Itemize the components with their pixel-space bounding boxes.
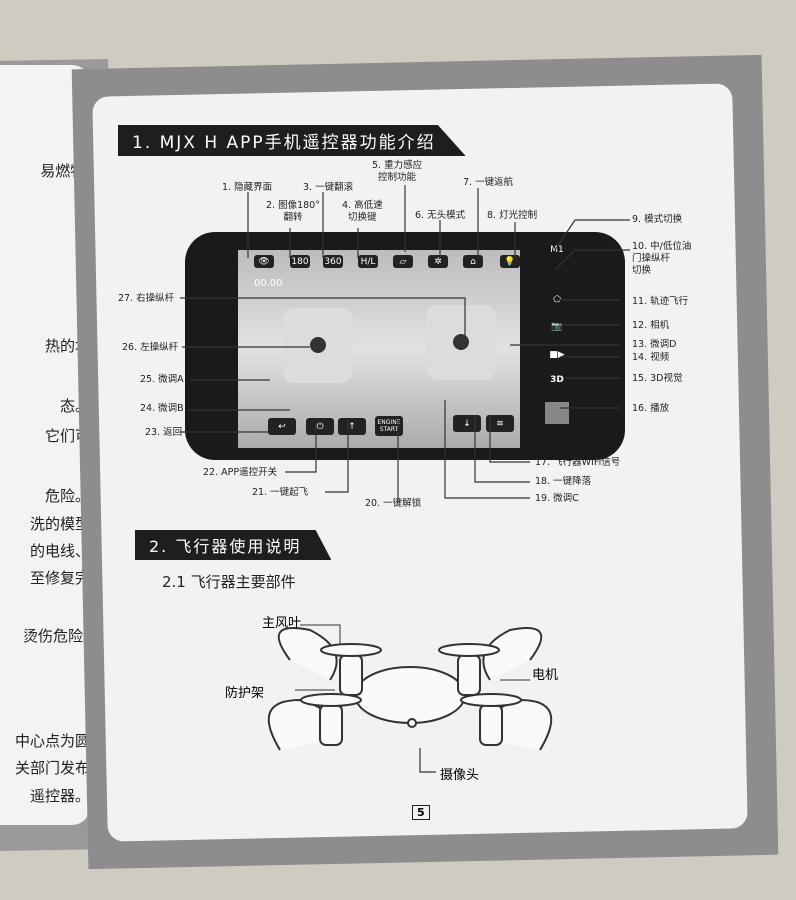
engine-start-button: ENGINE START: [375, 416, 403, 436]
left-text: 中心点为圆: [14, 732, 90, 750]
return-home-icon: ⌂: [463, 255, 483, 268]
left-text: 的电线、: [29, 542, 90, 560]
timer: 00.00: [254, 278, 283, 289]
right-joystick: [426, 305, 496, 380]
left-text: 关部门发布: [14, 759, 90, 777]
label-trim-c: 19. 微调C: [535, 493, 579, 504]
label-left-stick: 26. 左操纵杆: [122, 342, 179, 353]
flip-image-icon: 180: [290, 255, 310, 268]
headless-icon: ✲: [428, 255, 448, 268]
left-text: 烫伤危险。: [22, 627, 98, 645]
label-camera: 12. 相机: [632, 320, 670, 331]
label-headless: 6. 无头模式: [415, 210, 466, 221]
wifi-icon: ≋: [486, 415, 514, 432]
label-back: 23. 返回: [145, 427, 183, 438]
label-trim-a: 25. 微调A: [140, 374, 184, 385]
label-trim-d: 13. 微调D: [632, 339, 677, 350]
left-text: 危险。: [44, 487, 90, 505]
section2-subtitle: 2.1 飞行器主要部件: [162, 573, 296, 591]
label-image-flip: 2. 图像180° 翻转: [266, 200, 320, 223]
label-video: 14. 视频: [632, 352, 670, 363]
label-land: 18. 一键降落: [535, 476, 592, 487]
back-button: ↩: [268, 418, 296, 435]
part-label-blade: 主风叶: [262, 616, 302, 631]
mode-switch-icon: M1: [550, 245, 564, 255]
camera-icon: 📷: [551, 322, 563, 332]
gravity-icon: ▱: [393, 255, 413, 268]
label-trim-b: 24. 微调B: [140, 403, 184, 414]
drone-illustration: [267, 624, 553, 751]
3d-view-icon: 3D: [550, 375, 564, 385]
app-screen: 00.00 👁 180 360 H/L ▱ ✲ ⌂ 💡 ↩ ⏻ ↑ ENGINE…: [238, 250, 520, 448]
label-gravity: 5. 重力感应 控制功能: [372, 160, 423, 183]
label-mode-switch: 9. 模式切换: [632, 214, 683, 225]
video-icon: ■▶: [549, 350, 565, 360]
left-text: 洗的模型: [29, 515, 90, 533]
left-joystick: [283, 308, 353, 383]
label-trajectory: 11. 轨迹飞行: [632, 296, 689, 307]
left-text: 遥控器。: [29, 787, 90, 805]
label-unlock: 20. 一键解锁: [365, 498, 422, 509]
speed-icon: H/L: [358, 255, 378, 268]
page-number: 5: [412, 805, 430, 820]
part-label-camera: 摄像头: [440, 768, 480, 783]
power-button: ⏻: [306, 418, 334, 435]
part-label-motor: 电机: [532, 668, 559, 683]
label-speed: 4. 高低速 切换键: [342, 200, 383, 223]
label-takeoff: 21. 一键起飞: [252, 487, 309, 498]
section1-title: 1. MJX H APP手机遥控器功能介绍: [118, 125, 466, 156]
joystick-knob: [310, 337, 326, 353]
label-playback: 16. 播放: [632, 403, 670, 414]
takeoff-button: ↑: [338, 418, 366, 435]
label-right-stick: 27. 右操纵杆: [118, 293, 175, 304]
light-icon: 💡: [500, 255, 520, 268]
hide-icon: 👁: [254, 255, 274, 268]
part-label-guard: 防护架: [225, 686, 265, 701]
label-hide-interface: 1. 隐藏界面: [222, 182, 273, 193]
left-text: 至修复完: [29, 569, 90, 587]
section2-title: 2. 飞行器使用说明: [135, 530, 332, 560]
roll-icon: 360: [323, 255, 343, 268]
label-app-switch: 22. APP遥控开关: [203, 467, 278, 478]
label-light: 8. 灯光控制: [487, 210, 538, 221]
label-wifi-signal: 17. 飞行器WIFi信号: [535, 457, 621, 468]
land-button: ↓: [453, 415, 481, 432]
label-3d-view: 15. 3D视觉: [632, 373, 683, 384]
label-return-home: 7. 一键返航: [463, 177, 514, 188]
label-throttle-switch: 10. 中/低位油 门操纵杆 切换: [632, 241, 692, 276]
label-roll: 3. 一键翻滚: [303, 182, 354, 193]
